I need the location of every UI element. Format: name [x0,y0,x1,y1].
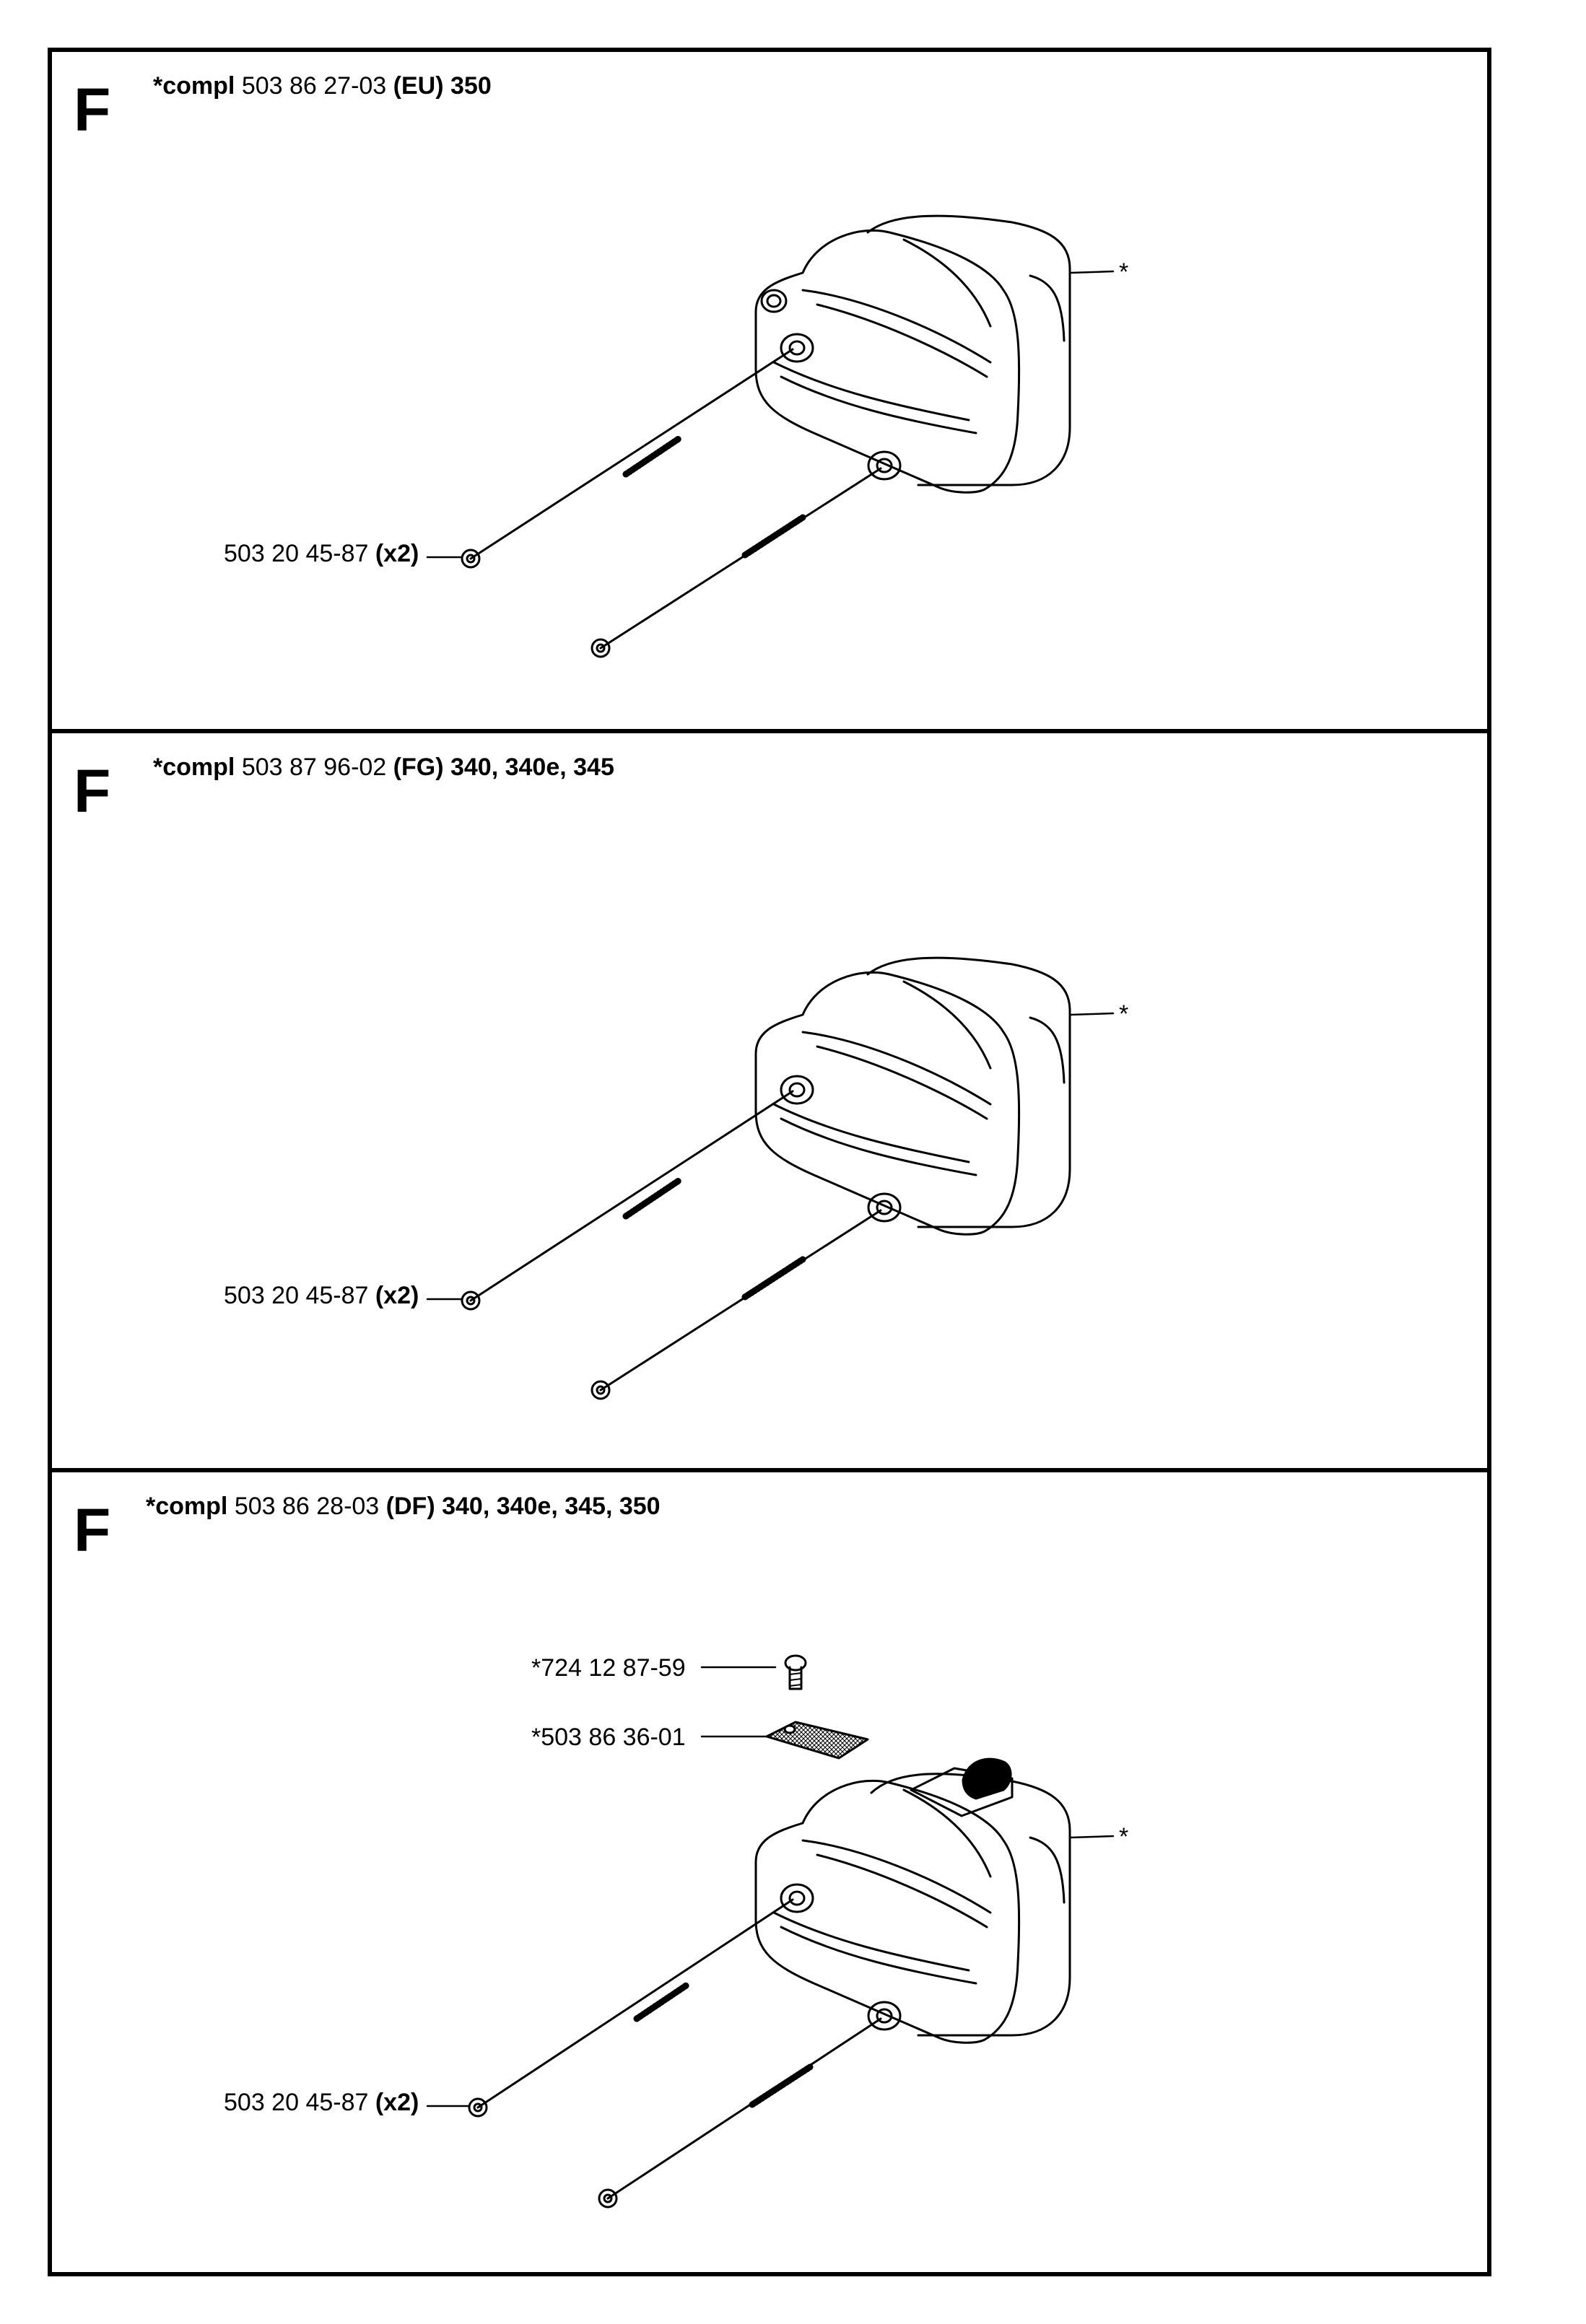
bolt-part-number: 503 20 45-87 [224,540,369,567]
bolt-hole-icon [867,450,902,481]
title-prefix: *compl [153,753,235,781]
callout-assembly: * [1119,1000,1129,1028]
bolt-shaft [469,1090,794,1302]
bolt-shaft [599,467,882,650]
callout-spark-screen: *503 86 36-01 [531,1724,686,1751]
callout-assembly: * [1119,258,1129,286]
callout-assembly: * [1119,1823,1129,1851]
bolt-shaft [606,2017,882,2200]
bolt-head-icon [591,638,611,658]
title-part-number: 503 86 27-03 [241,72,387,100]
bolt-shaft [599,1209,882,1392]
bolt-shaft [469,348,794,560]
title-part-number: 503 86 28-03 [234,1493,380,1520]
bolt-head-icon [461,549,481,569]
bolt-part-number: 503 20 45-87 [224,2089,369,2116]
title-suffix: (FG) 340, 340e, 345 [393,753,614,781]
muffler-front-cover [754,1779,1021,2044]
callout-screw: *724 12 87-59 [531,1654,686,1682]
screw-head-icon [784,1654,807,1672]
bolt-hole-icon [780,333,814,363]
callout-bolt: 503 20 45-87 (x2) [224,2089,419,2117]
callout-bolt: 503 20 45-87 (x2) [224,1282,419,1310]
bolt-head-icon [591,1380,611,1400]
bolt-quantity: (x2) [375,1282,419,1309]
muffler-back-body [866,214,1071,486]
bolt-quantity: (x2) [375,2089,419,2116]
title-prefix: *compl [146,1493,228,1520]
callout-bolt: 503 20 45-87 (x2) [224,540,419,568]
title-prefix: *compl [153,72,235,100]
bolt-hole-icon [867,2001,902,2031]
spark-screen-icon [765,1721,869,1760]
panel-df-340-350: F *compl 503 86 28-03 (DF) 340, 340e, 34… [48,1468,1491,2276]
muffler-diagram [426,956,1115,1400]
muffler-back-body [870,1773,1071,2037]
muffler-diagram [426,1654,1115,2209]
bolt-quantity: (x2) [375,540,419,567]
title-suffix: (DF) 340, 340e, 345, 350 [385,1493,661,1520]
muffler-back-body [866,956,1071,1228]
muffler-front-cover [754,971,1021,1236]
section-letter: F [74,1496,111,1564]
title-suffix: (EU) 350 [393,72,492,100]
section-letter: F [74,76,111,144]
bolt-part-number: 503 20 45-87 [224,1282,369,1309]
outlet-deflector-icon [962,1757,1012,1800]
panel-eu-350: F *compl 503 86 27-03 (EU) 350 [48,48,1491,733]
bolt-shaft [476,1898,794,2109]
outlet-stub-icon [760,289,788,313]
muffler-diagram [426,214,1115,658]
bolt-head-icon [468,2097,488,2118]
panel-title: *compl 503 86 28-03 (DF) 340, 340e, 345,… [146,1493,661,1521]
section-letter: F [74,757,111,825]
bolt-hole-icon [780,1075,814,1105]
panel-title: *compl 503 86 27-03 (EU) 350 [153,72,492,100]
panel-fg-340-345: F *compl 503 87 96-02 (FG) 340, 340e, 34… [48,729,1491,1472]
bolt-head-icon [598,2188,618,2209]
bolt-hole-icon [780,1883,814,1913]
title-part-number: 503 87 96-02 [241,753,387,781]
bolt-head-icon [461,1290,481,1311]
muffler-front-cover [754,229,1021,494]
bolt-hole-icon [867,1192,902,1223]
panel-title: *compl 503 87 96-02 (FG) 340, 340e, 345 [153,753,614,782]
